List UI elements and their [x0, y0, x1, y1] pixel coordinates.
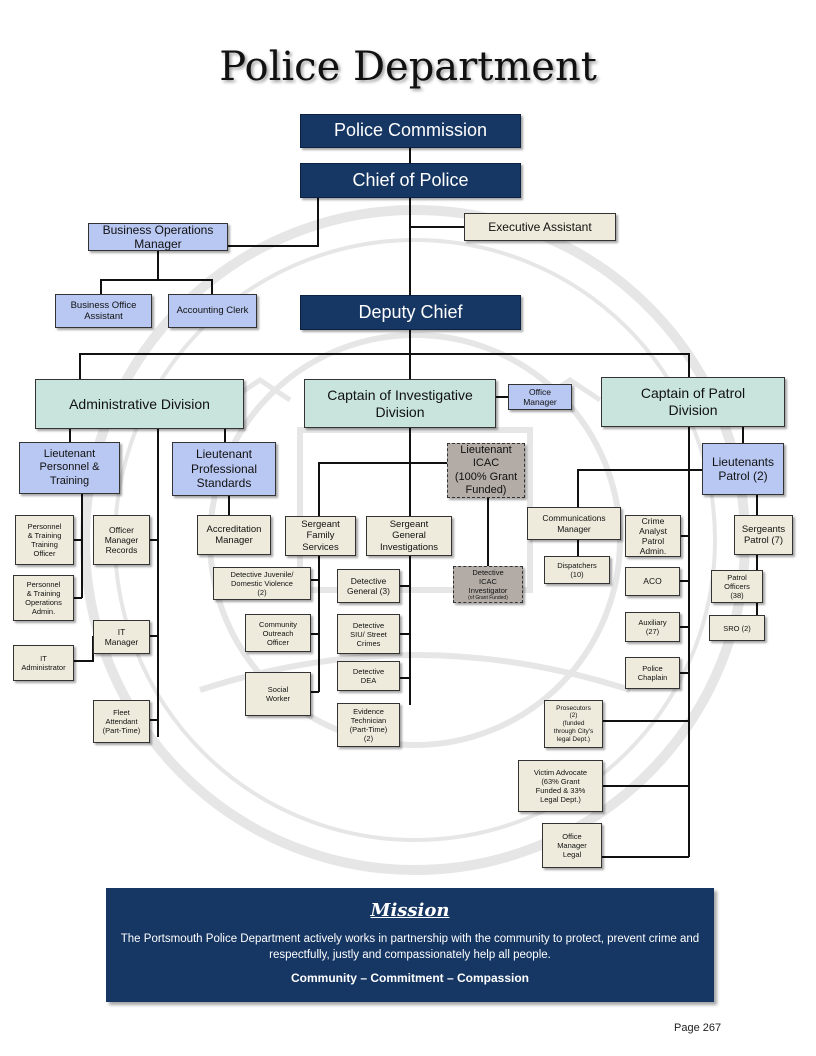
sergeant-general-investigations-box: Sergeant General Investigations [366, 516, 452, 556]
lieutenants-patrol-box: Lieutenants Patrol (2) [702, 443, 784, 495]
accounting-clerk-box: Accounting Clerk [168, 294, 257, 328]
social-worker-box: Social Worker [245, 672, 311, 716]
detective-dea-box: Detective DEA [337, 661, 400, 691]
detective-siu-street-crimes-box: Detective SIU/ Street Crimes [337, 614, 400, 654]
sergeants-patrol-box: Sergeants Patrol (7) [734, 515, 793, 555]
detective-icac-note: (of Grant Funded) [468, 595, 508, 601]
aco-box: ACO [625, 567, 680, 596]
executive-assistant-box: Executive Assistant [464, 213, 616, 241]
lieutenant-personnel-training-box: Lieutenant Personnel & Training [19, 442, 120, 494]
police-commission-box: Police Commission [300, 114, 521, 148]
police-chaplain-box: Police Chaplain [625, 657, 680, 689]
detective-icac-label: Detective ICAC Investigator [468, 568, 508, 595]
it-administrator-box: IT Administrator [13, 645, 74, 681]
sergeant-family-services-box: Sergeant Family Services [285, 516, 356, 556]
personnel-training-officer-box: Personnel & Training Training Officer [15, 515, 74, 565]
business-operations-manager-box: Business Operations Manager [88, 223, 228, 251]
chief-of-police-box: Chief of Police [300, 163, 521, 198]
page-number: Page 267 [674, 1022, 722, 1034]
accreditation-manager-box: Accreditation Manager [197, 515, 271, 555]
captain-investigative-division-box: Captain of Investigative Division [304, 379, 496, 428]
officer-manager-records-box: Officer Manager Records [93, 515, 150, 565]
community-outreach-officer-box: Community Outreach Officer [245, 614, 311, 652]
deputy-chief-box: Deputy Chief [300, 295, 521, 330]
detective-icac-box: Detective ICAC Investigator (of Grant Fu… [453, 566, 523, 603]
mission-title: Mission [370, 900, 450, 921]
fleet-attendant-box: Fleet Attendant (Part-Time) [93, 700, 150, 743]
communications-manager-box: Communications Manager [527, 507, 621, 540]
administrative-division-box: Administrative Division [35, 379, 244, 429]
lieutenant-icac-box: Lieutenant ICAC (100% Grant Funded) [447, 443, 525, 498]
business-office-assistant-box: Business Office Assistant [55, 294, 152, 328]
detective-general-box: Detective General (3) [337, 569, 400, 603]
mission-values: Community – Commitment – Compassion [290, 971, 530, 986]
personnel-training-operations-box: Personnel & Training Operations Admin. [13, 575, 74, 621]
auxiliary-box: Auxiliary (27) [625, 612, 680, 642]
captain-patrol-division-box: Captain of Patrol Division [601, 377, 785, 427]
mission-banner: Mission The Portsmouth Police Department… [106, 888, 714, 1002]
crime-analyst-box: Crime Analyst Patrol Admin. [625, 515, 681, 557]
detective-juvenile-domestic-violence-box: Detective Juvenile/ Domestic Violence (2… [213, 567, 311, 600]
dispatchers-box: Dispatchers (10) [544, 556, 610, 584]
lieutenant-professional-standards-box: Lieutenant Professional Standards [172, 442, 276, 496]
patrol-officers-box: Patrol Officers (38) [711, 570, 763, 603]
victim-advocate-box: Victim Advocate (63% Grant Funded & 33% … [518, 760, 603, 812]
office-manager-legal-box: Office Manager Legal [542, 823, 602, 868]
sro-box: SRO (2) [709, 615, 765, 641]
it-manager-box: IT Manager [93, 620, 150, 654]
mission-statement: The Portsmouth Police Department activel… [120, 933, 700, 962]
evidence-technician-box: Evidence Technician (Part-Time) (2) [337, 703, 400, 747]
prosecutors-box: Prosecutors (2) (funded through City's l… [544, 700, 603, 748]
office-manager-box: Office Manager [508, 384, 572, 410]
page-title: Police Department [219, 44, 597, 90]
